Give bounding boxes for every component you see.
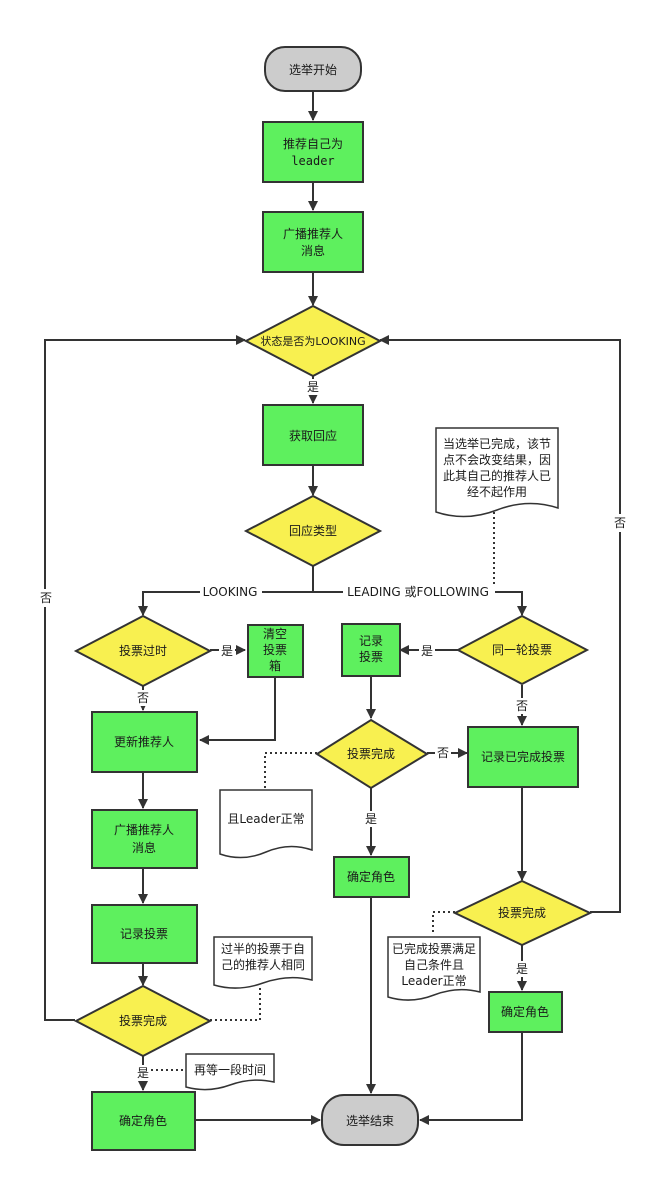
- edge-labels: 是 否 否 LOOKING LEADING 或FOLLOWING 是 否 是 否…: [38, 379, 628, 1081]
- response-type-label: 回应类型: [289, 523, 337, 538]
- update-recommend-label: 更新推荐人: [114, 734, 174, 749]
- note-connectors: [146, 512, 495, 1071]
- broadcast-1-line1: 广播推荐人: [283, 227, 343, 241]
- vote-done-left-decision: [73, 984, 213, 1058]
- dotted-note-half: [210, 985, 261, 1021]
- label-yes-vote-done-right: 是: [516, 962, 528, 976]
- edge-votedone-loop: [44, 335, 246, 1021]
- vote-outdated-label: 投票过时: [119, 643, 167, 658]
- note-top-line2: 点不会改变结果，因: [443, 452, 551, 467]
- note-self-line3: Leader正常: [401, 974, 466, 988]
- response-type-decision: [243, 494, 383, 568]
- end-terminal: [321, 1094, 419, 1146]
- note-self-shape: [387, 936, 481, 1001]
- clear-box-line1: 清空: [263, 627, 287, 641]
- get-response-label: 获取回应: [289, 428, 337, 443]
- record-vote-left-box: [91, 904, 198, 964]
- start-label: 选举开始: [289, 63, 337, 77]
- record-completed-box: [467, 726, 579, 788]
- vote-outdated-decision: [73, 614, 213, 688]
- same-round-label: 同一轮投票: [492, 642, 552, 657]
- note-top-line3: 此其自己的推荐人已: [443, 468, 551, 483]
- state-decision-label: 状态是否为LOOKING: [260, 334, 365, 348]
- get-response-box: [262, 404, 364, 466]
- vote-done-mid-label: 投票完成: [347, 746, 395, 761]
- broadcast-1-line2: 消息: [301, 243, 325, 258]
- label-yes-same-round: 是: [421, 644, 433, 658]
- edges: [44, 91, 621, 1125]
- record-vote-mid-box: [341, 623, 401, 677]
- clear-box-line3: 箱: [269, 658, 281, 673]
- record-vote-left-label: 记录投票: [120, 926, 168, 941]
- edge-clear-update: [199, 676, 276, 745]
- dotted-note-self: [432, 911, 455, 935]
- broadcast-2-line1: 广播推荐人: [114, 823, 174, 837]
- edge-confirm-right-end: [419, 1032, 523, 1125]
- broadcast-box-1: [262, 211, 364, 273]
- note-half-shape: [213, 936, 313, 989]
- note-leader-shape: [219, 789, 313, 859]
- label-looking: LOOKING: [203, 585, 258, 599]
- confirm-role-right-box: [488, 991, 563, 1033]
- label-no-outdated: 否: [137, 691, 149, 705]
- update-recommend-box: [91, 711, 198, 773]
- note-wait-text: 再等一段时间: [194, 1062, 266, 1077]
- label-no-left: 否: [40, 591, 52, 605]
- record-completed-label: 记录已完成投票: [481, 749, 565, 764]
- state-decision: [243, 304, 383, 378]
- recommend-self-line2: leader: [291, 154, 334, 168]
- label-no-right: 否: [614, 516, 626, 530]
- confirm-role-left-label: 确定角色: [119, 1113, 167, 1128]
- recommend-self-box: [262, 121, 364, 183]
- clear-box: [247, 624, 304, 678]
- dotted-note-leader: [264, 752, 317, 790]
- edge-votedone-right-loop: [379, 335, 621, 913]
- record-vote-mid-line2: 投票: [359, 649, 383, 664]
- record-vote-mid-line1: 记录: [359, 634, 383, 648]
- vote-done-mid-decision: [315, 718, 429, 790]
- confirm-role-mid-label: 确定角色: [347, 869, 395, 884]
- recommend-self-line1: 推荐自己为: [283, 137, 343, 151]
- same-round-decision: [455, 614, 590, 686]
- label-yes-vote-done-mid: 是: [365, 812, 377, 826]
- label-no-vote-done-mid: 否: [437, 746, 449, 760]
- label-yes-vote-done-left: 是: [137, 1066, 149, 1080]
- note-wait-shape: [185, 1053, 275, 1091]
- start-terminal: [264, 46, 362, 92]
- vote-done-right-label: 投票完成: [498, 905, 546, 920]
- confirm-role-mid-box: [333, 856, 410, 898]
- confirm-role-left-box: [91, 1091, 196, 1151]
- note-self-line2: 自己条件且: [404, 958, 464, 972]
- label-yes-outdated: 是: [221, 644, 233, 658]
- note-self-line1: 已完成投票满足: [392, 941, 476, 956]
- label-no-same-round: 否: [516, 699, 528, 713]
- note-top-shape: [435, 427, 559, 518]
- note-top-line4: 经不起作用: [467, 485, 527, 499]
- note-half-line2: 己的推荐人相同: [221, 957, 305, 972]
- label-leading-following: LEADING 或FOLLOWING: [347, 585, 489, 599]
- end-label: 选举结束: [346, 1114, 394, 1128]
- label-yes-state: 是: [307, 380, 319, 394]
- broadcast-2-line2: 消息: [132, 840, 156, 855]
- note-half-line1: 过半的投票于自: [221, 941, 305, 956]
- vote-done-left-label: 投票完成: [119, 1013, 167, 1028]
- note-top-line1: 当选举已完成，该节: [443, 436, 551, 451]
- confirm-role-right-label: 确定角色: [501, 1004, 549, 1019]
- note-leader-text: 且Leader正常: [227, 812, 304, 826]
- vote-done-right-decision: [452, 879, 593, 947]
- broadcast-box-2: [91, 809, 198, 869]
- clear-box-line2: 投票: [263, 642, 287, 657]
